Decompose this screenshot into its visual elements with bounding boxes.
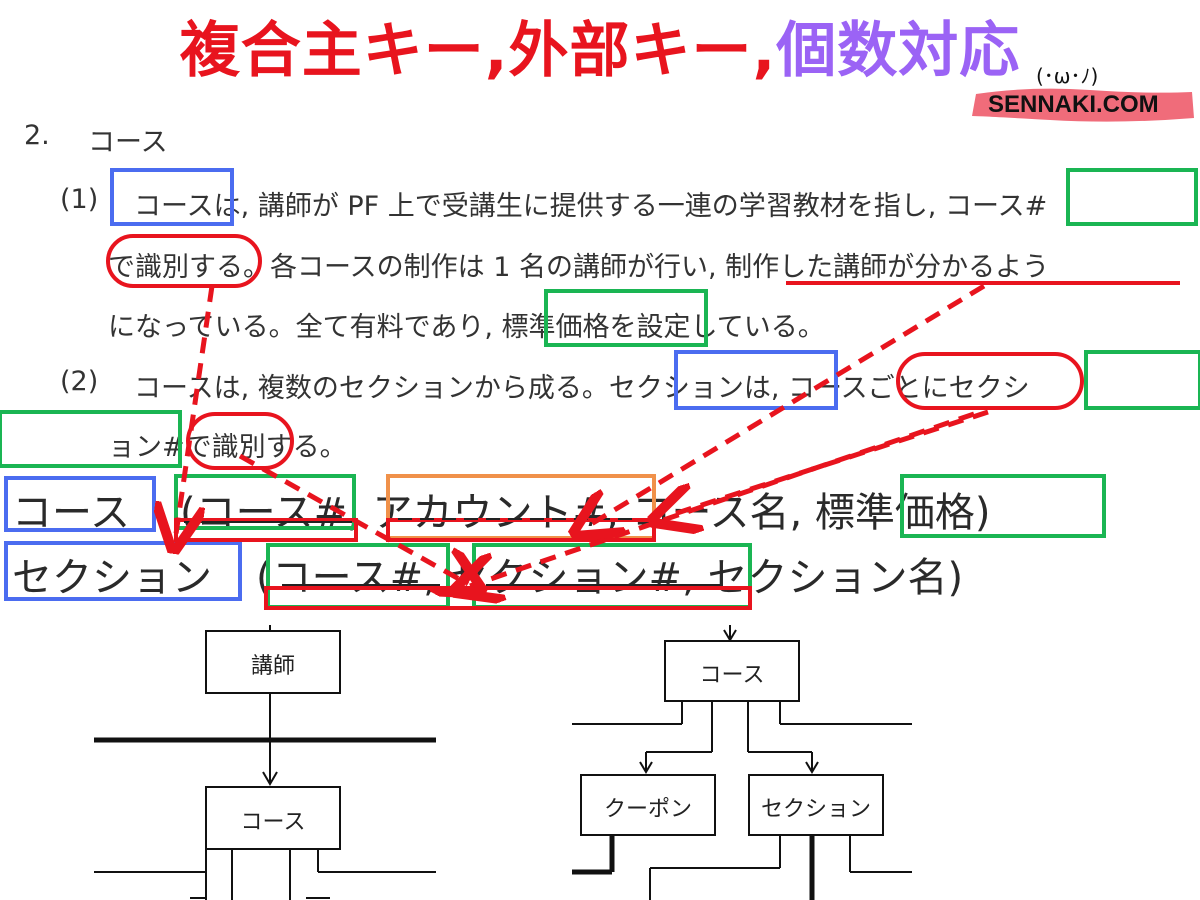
er-box-coupon: クーポン [580,774,716,836]
er-box-course-left: コース [205,786,341,850]
arrow-per-course-to-composite [470,411,975,586]
highlight-blue-course-term [110,168,234,226]
highlight-green-section-fk [266,543,450,609]
er-box-course-right: コース [664,640,800,702]
er-label-course-left: コース [240,810,306,835]
highlight-blue-section-term [674,350,838,410]
arrow-identify-to-composite [238,453,468,584]
relation-section-attributes: (コース#, セクション#, セクション名) [256,555,964,601]
paragraph-2-line-1: コースは, 複数のセクションから成る。セクションは, コースごとにセクシ [134,373,1030,404]
section-number: 2. [24,120,50,151]
paragraph-2-line-2: ョン#で識別する。 [108,432,347,463]
brand-label: SENNAKI.COM [988,91,1159,118]
arrow-identify-to-course-pk [176,285,215,534]
highlight-blue-section-entity [4,541,242,601]
brand-face-icon: (･ω･ﾉ) [1036,64,1099,88]
highlight-orange-account-id [386,474,656,540]
highlight-green-section-pk [472,543,752,609]
er-box-lecturer: 講師 [205,630,341,694]
circle-red-identify-2 [186,412,294,470]
highlight-green-standard-price [544,289,708,347]
paragraph-1-line-2: で識別する。各コースの制作は 1 名の講師が行い, 制作した講師が分かるよう [108,252,1050,283]
er-label-course-right: コース [699,663,765,688]
title-part-cardinality: 個数対応 [776,16,1021,86]
er-box-section: セクション [748,774,884,836]
circle-red-identify-1 [106,234,262,288]
er-label-lecturer: 講師 [250,654,295,679]
relation-section-name: セクション [12,555,212,601]
paragraph-2-number: (2) [60,366,99,397]
er-label-section: セクション [760,797,871,822]
highlight-green-section-id-a [1084,350,1200,410]
title-part-composite-key: 複合主キー, [179,16,509,86]
er-label-coupon: クーポン [603,797,692,822]
brush-stroke-icon [972,88,1194,122]
paragraph-1-number: (1) [60,184,99,215]
highlight-green-section-id-b [0,410,182,468]
underline-red-composite-key [264,586,752,610]
title-part-foreign-key: 外部キー, [508,16,777,86]
highlight-blue-course-entity [4,476,156,532]
paragraph-1-line-1: コースは, 講師が PF 上で受講生に提供する一連の学習教材を指し, コース# [134,191,1048,222]
brand-badge: (･ω･ﾉ) SENNAKI.COM [970,64,1196,124]
circle-red-per-course [896,352,1084,410]
arrow-per-course-to-key [668,409,989,516]
highlight-green-price-attr [900,474,1106,538]
highlight-green-course-id [1066,168,1198,226]
section-title: コース [88,127,168,158]
page-title: 複合主キー,外部キー,個数対応 [0,2,1200,89]
